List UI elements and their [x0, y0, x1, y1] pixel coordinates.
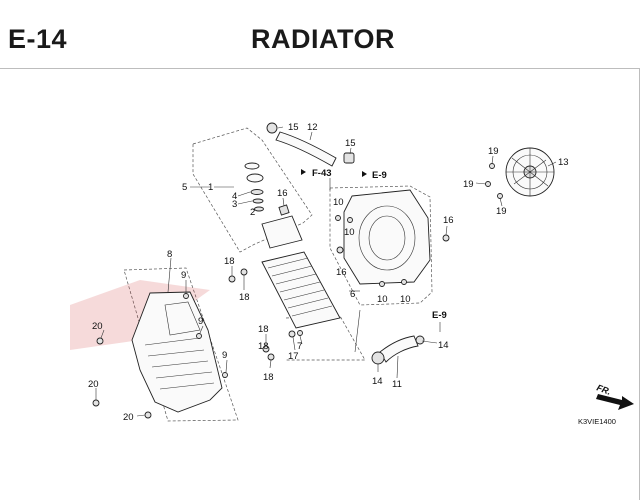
callout-9-mid: 9 [198, 316, 203, 327]
callout-8: 8 [167, 249, 172, 260]
callout-13: 13 [558, 157, 569, 168]
callout-20-mid: 20 [88, 379, 99, 390]
group-outline-filler-cap [192, 127, 313, 253]
callout-17: 17 [288, 351, 299, 362]
section-code: E-14 [8, 24, 68, 54]
cross-references: F-43 E-9 E-9 [301, 168, 447, 321]
filler-cap-illustration [244, 162, 264, 212]
front-direction-arrow: FR. [595, 382, 634, 410]
callout-15-upper: 15 [288, 122, 299, 133]
callout-1: 1 [208, 182, 213, 193]
front-arrow-icon [596, 394, 634, 410]
callout-3: 3 [232, 199, 237, 210]
callout-19-top: 19 [488, 146, 499, 157]
diagram-code: K3VIE1400 [578, 417, 616, 426]
fan-shroud-illustration [343, 189, 431, 285]
callout-18-lower-bottom: 18 [263, 372, 274, 383]
callout-12: 12 [307, 122, 318, 133]
hardware-illustrations [92, 163, 503, 419]
upper-hose-illustration [266, 122, 355, 167]
callout-11: 11 [392, 379, 402, 390]
callout-20-bottom: 20 [123, 412, 134, 423]
callout-6: 6 [350, 289, 355, 300]
lower-hose-illustration [371, 335, 425, 365]
callout-16-cap: 16 [277, 188, 288, 199]
page-title: RADIATOR [251, 24, 395, 54]
callout-14-right: 14 [438, 340, 449, 351]
callout-9-top: 9 [181, 270, 186, 281]
callout-16-shroud-left: 16 [336, 267, 347, 278]
ref-f43: F-43 [312, 168, 332, 179]
callout-18-lower-top: 18 [258, 324, 269, 335]
front-label: FR. [595, 382, 612, 396]
callout-15-right: 15 [345, 138, 356, 149]
ref-e9-bottom: E-9 [432, 310, 447, 321]
callout-20-top: 20 [92, 321, 103, 332]
callout-4: 4 [232, 191, 237, 202]
callout-2: 2 [250, 207, 255, 218]
cooling-fan-illustration [505, 147, 555, 197]
callout-10-mid: 10 [344, 227, 355, 238]
callout-18-lower-mid: 18 [258, 341, 269, 352]
page-frame [0, 68, 640, 500]
group-outline-shroud [329, 185, 433, 306]
callout-9-bottom: 9 [222, 350, 227, 361]
callout-10-bottom-right: 10 [400, 294, 411, 305]
callout-10-top: 10 [333, 197, 344, 208]
callout-14-left: 14 [372, 376, 383, 387]
callout-5: 5 [182, 182, 187, 193]
callout-19-bottom: 19 [496, 206, 507, 217]
callout-19-left: 19 [463, 179, 474, 190]
radiator-core-illustration [261, 204, 341, 329]
callout-labels: 5 1 4 3 2 15 12 15 16 10 10 16 16 6 10 1… [88, 122, 569, 423]
leader-lines [95, 126, 557, 417]
callout-16-shroud-right: 16 [443, 215, 454, 226]
callout-7: 7 [297, 341, 302, 352]
radiator-cover-illustration [131, 291, 223, 413]
ref-e9-top: E-9 [372, 170, 387, 181]
callout-10-bottom-left: 10 [377, 294, 388, 305]
callout-18-upper-left: 18 [224, 256, 235, 267]
callout-18-upper-right: 18 [239, 292, 250, 303]
